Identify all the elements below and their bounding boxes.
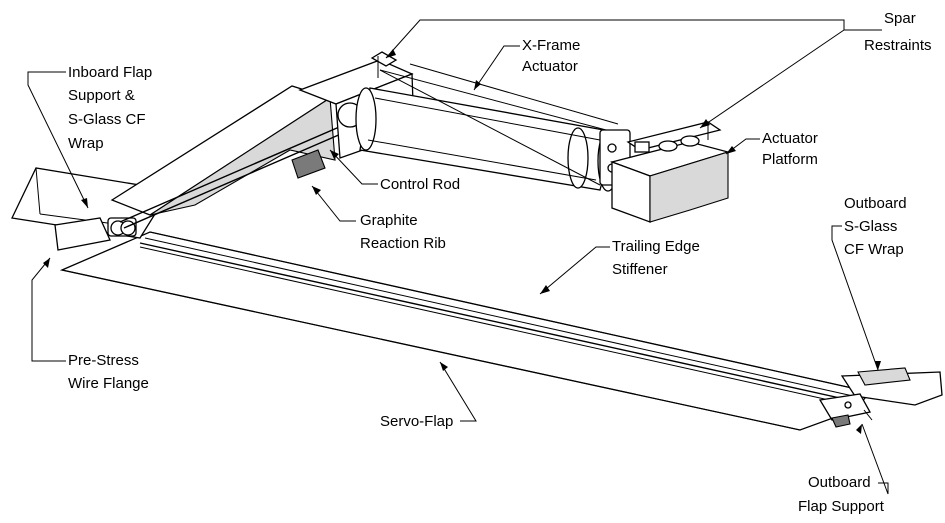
label-spar-restraints: Spar Restraints	[864, 10, 932, 54]
control-rod	[119, 117, 365, 229]
label-outboard-flap-support: Outboard Flap Support	[798, 474, 885, 515]
leader-arrowheads	[43, 49, 881, 434]
label-pre-stress-wire-flange: Pre-Stress Wire Flange	[68, 352, 149, 392]
label-outboard-s-glass-wrap: Outboard S-Glass CF Wrap	[844, 195, 911, 258]
actuator-platform	[609, 121, 731, 223]
trailing-edge-stiffener	[139, 242, 859, 407]
spar-restraint-inboard	[370, 51, 398, 78]
label-servo-flap: Servo-Flap	[380, 413, 453, 430]
leader-lines	[27, 19, 889, 495]
label-graphite-reaction-rib: Graphite Reaction Rib	[360, 212, 446, 252]
outboard-blade-section	[840, 367, 943, 406]
label-actuator-platform: Actuator Platform	[762, 130, 822, 168]
label-x-frame-actuator: X-Frame Actuator	[522, 37, 585, 75]
label-control-rod: Control Rod	[380, 176, 460, 193]
outboard-flap-support	[818, 393, 873, 428]
label-trailing-edge-stiffener: Trailing Edge Stiffener	[612, 238, 704, 278]
label-inboard-flap-support: Inboard Flap Support & S-Glass CF Wrap	[68, 64, 156, 152]
servo-flap-body	[59, 231, 872, 431]
x-frame-actuator	[298, 59, 631, 192]
